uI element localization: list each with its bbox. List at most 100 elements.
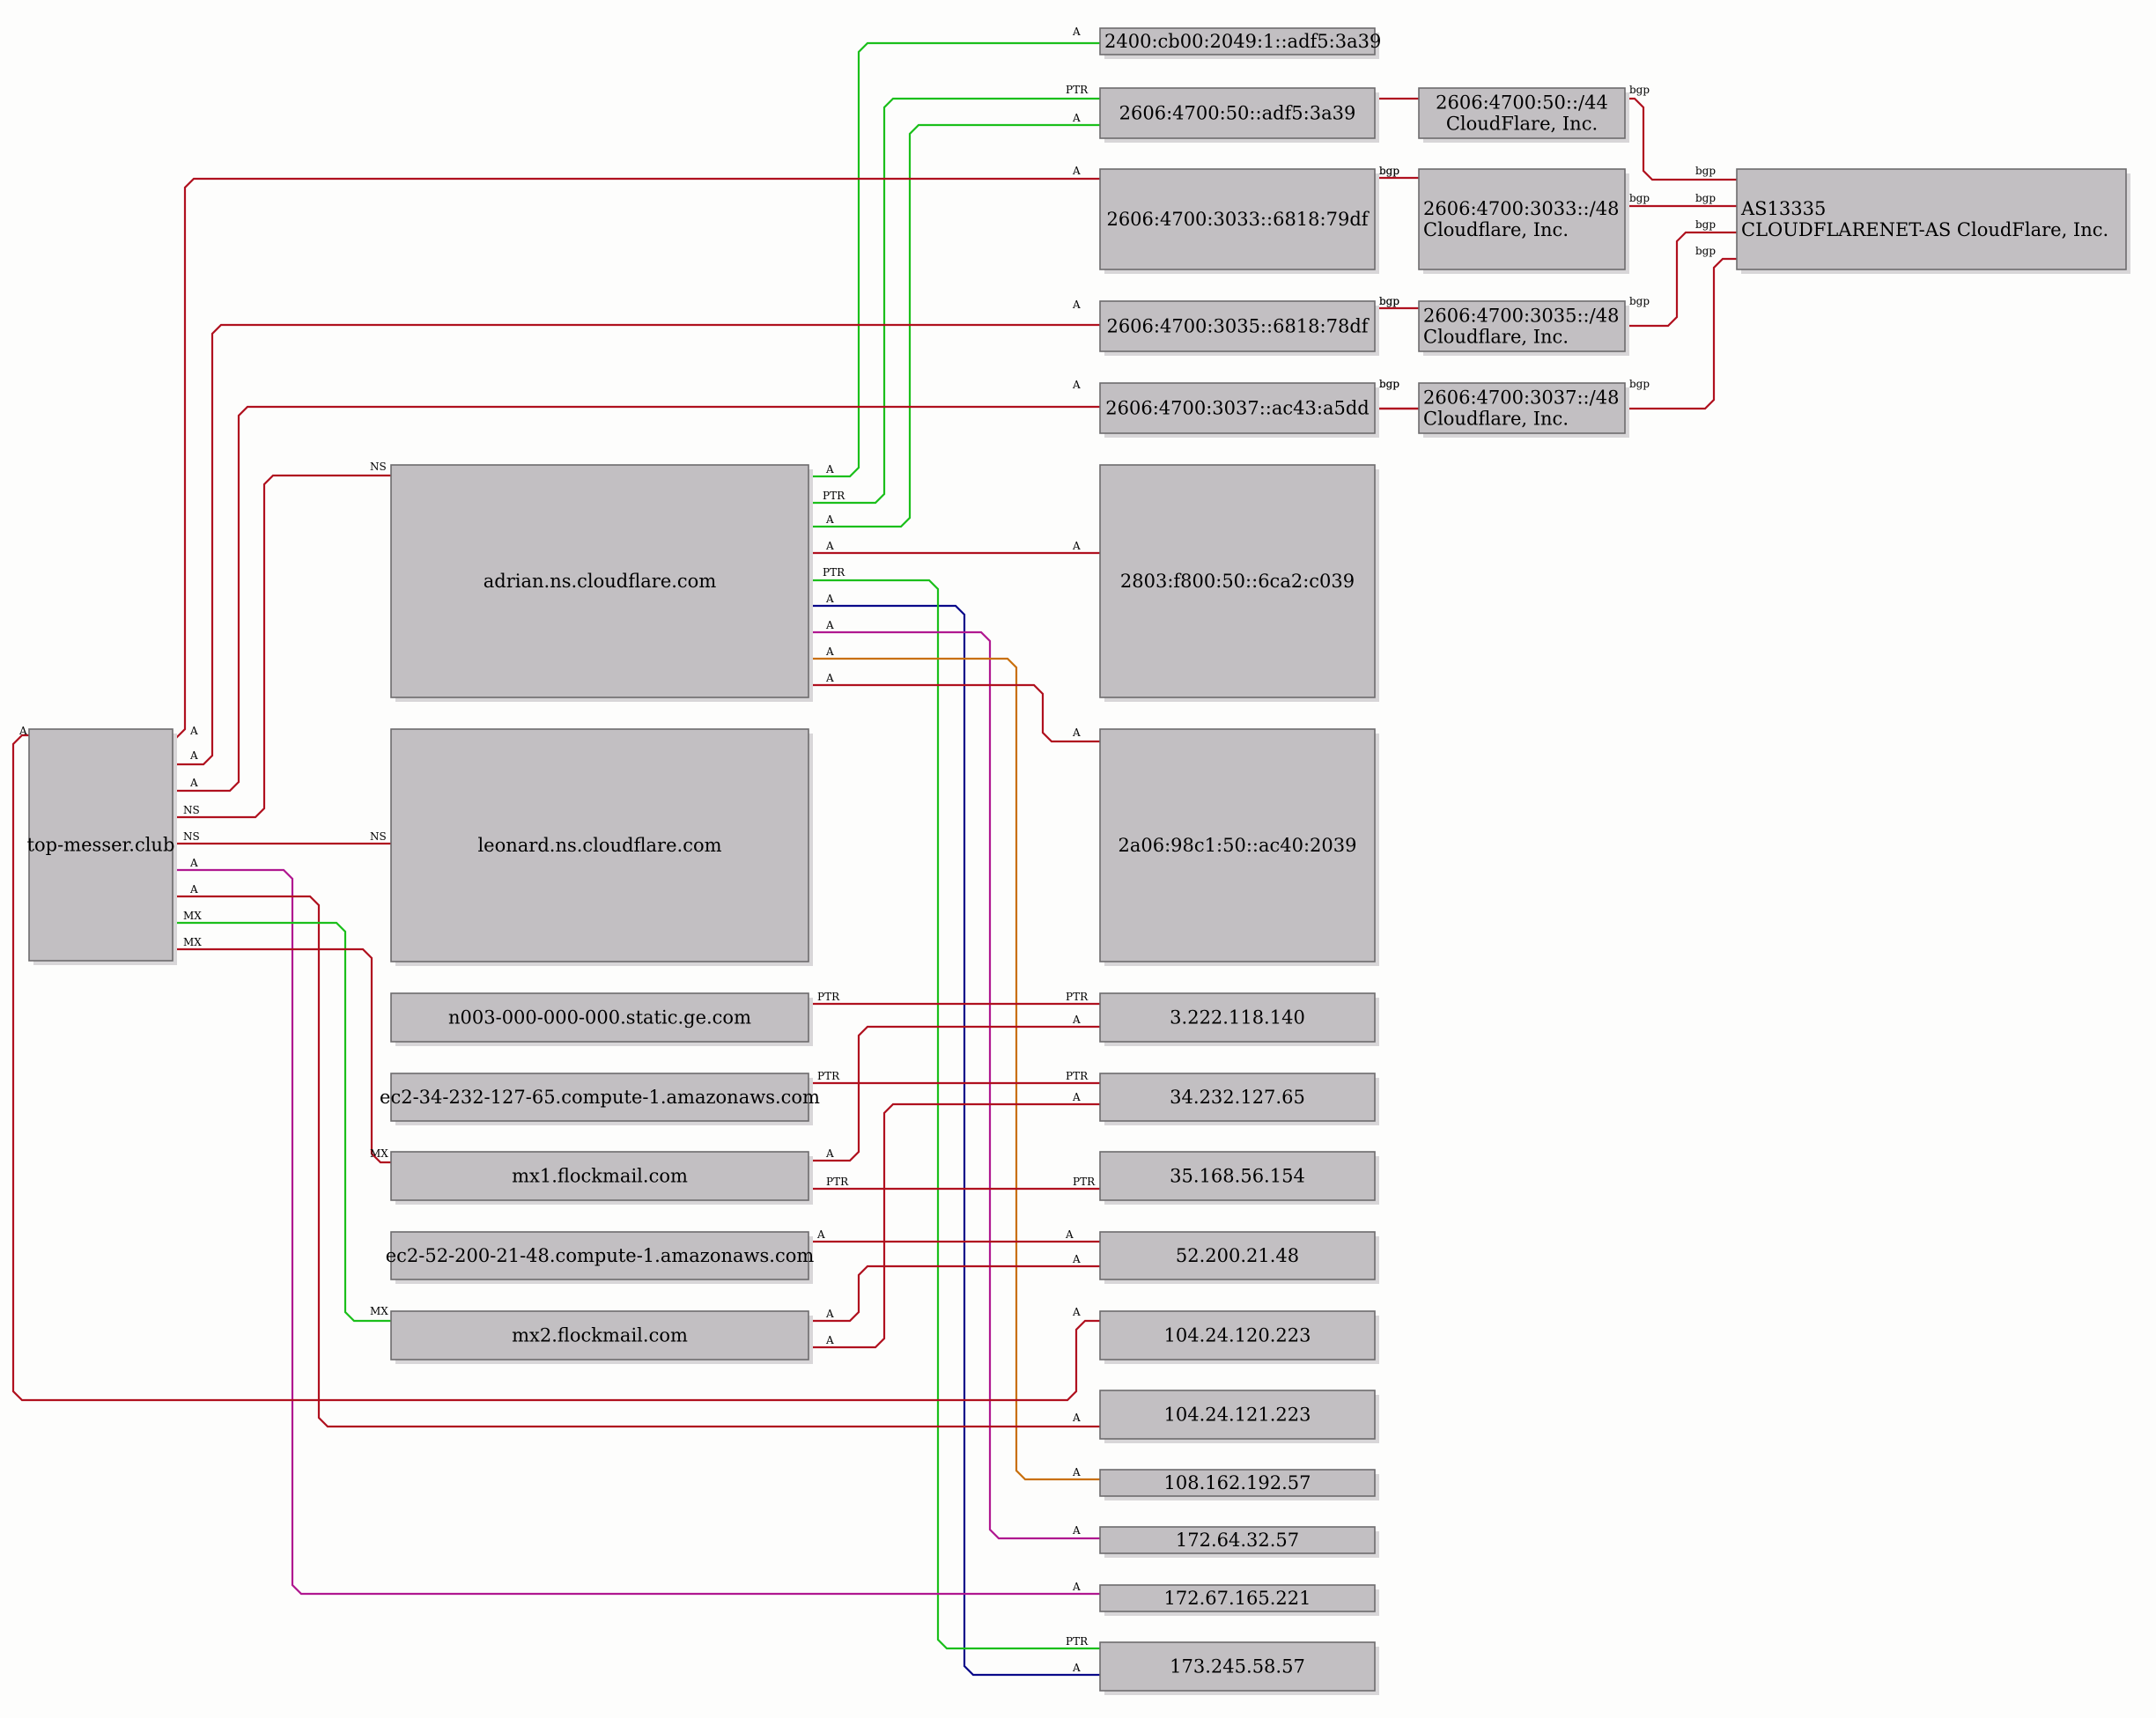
edge-navy: AA: [808, 593, 1100, 1677]
edge-line: [173, 921, 391, 1323]
node-leonard[interactable]: leonard.ns.cloudflare.com: [390, 728, 813, 966]
node-label: 2606:4700:3035::/48: [1423, 306, 1619, 327]
edge-label: bgp: [1379, 295, 1399, 307]
edge-line: [1625, 97, 1737, 181]
node-box: [1099, 27, 1376, 55]
node-ip6e[interactable]: 2606:4700:3037::ac43:a5dd: [1099, 382, 1379, 438]
node-ip3[interactable]: 35.168.56.154: [1099, 1151, 1379, 1205]
node-ec2b[interactable]: ec2-52-200-21-48.compute-1.amazonaws.com: [386, 1231, 815, 1284]
edge-label: bgp: [1695, 218, 1716, 231]
node-ec2a[interactable]: ec2-34-232-127-65.compute-1.amazonaws.co…: [380, 1073, 820, 1125]
edge-label: PTR: [823, 490, 845, 502]
edge-label: A: [1072, 1412, 1081, 1424]
node-ip5[interactable]: 104.24.120.223: [1099, 1310, 1379, 1364]
edge-label: NS: [183, 830, 200, 843]
node-ip6c[interactable]: 2606:4700:3033::6818:79df: [1099, 168, 1379, 274]
node-box: [390, 728, 809, 962]
edge-label: A: [1072, 1662, 1081, 1674]
node-label: Cloudflare, Inc.: [1423, 327, 1569, 348]
edge-label: A: [825, 593, 834, 605]
edge-orange: AA: [808, 645, 1100, 1481]
edge-label: A: [825, 463, 834, 476]
edge-label: A: [189, 883, 198, 896]
node-box: [1099, 1641, 1376, 1692]
node-label: mx1.flockmail.com: [512, 1166, 688, 1187]
edge-label: A: [825, 645, 834, 658]
edge-label: A: [1072, 1524, 1081, 1537]
edge-label: bgp: [1695, 245, 1716, 257]
node-ip4[interactable]: 52.200.21.48: [1099, 1231, 1379, 1284]
node-label: 2606:4700:3033::6818:79df: [1106, 209, 1370, 230]
node-box: [1099, 1310, 1376, 1360]
edge-label: A: [1072, 165, 1081, 177]
edge-label: PTR: [1066, 1070, 1089, 1082]
node-ip6b[interactable]: 2606:4700:50::adf5:3a39: [1099, 87, 1379, 143]
node-box: [1099, 1073, 1376, 1122]
edge-label: PTR: [1066, 84, 1089, 96]
node-box: [1099, 168, 1376, 270]
node-ip6g[interactable]: 2a06:98c1:50::ac40:2039: [1099, 728, 1379, 966]
edge-label: A: [816, 1228, 825, 1241]
edge-label: PTR: [826, 1176, 849, 1188]
edge-red: AA: [173, 299, 1100, 766]
node-box: [390, 1231, 809, 1280]
node-ip6[interactable]: 104.24.121.223: [1099, 1390, 1379, 1443]
node-mx2[interactable]: mx2.flockmail.com: [390, 1310, 813, 1364]
edge-label: bgp: [1629, 192, 1650, 204]
node-ip6a[interactable]: 2400:cb00:2049:1::adf5:3a39: [1099, 27, 1381, 59]
edge-label: A: [1072, 1306, 1081, 1318]
node-adrian[interactable]: adrian.ns.cloudflare.com: [390, 464, 813, 702]
edge-line: [173, 947, 391, 1164]
edge-label: PTR: [1073, 1176, 1096, 1188]
node-ip2[interactable]: 34.232.127.65: [1099, 1073, 1379, 1125]
node-box: [390, 992, 809, 1043]
node-label: 108.162.192.57: [1164, 1472, 1311, 1493]
node-ip6f[interactable]: 2803:f800:50::6ca2:c039: [1099, 464, 1379, 702]
edge-line: [808, 630, 1100, 1540]
edge-red: AA: [173, 883, 1100, 1428]
node-label: Cloudflare, Inc.: [1423, 409, 1569, 430]
edge-label: A: [1072, 1581, 1081, 1593]
node-top[interactable]: top-messer.club: [27, 728, 177, 965]
node-label: top-messer.club: [27, 835, 175, 856]
node-box: [1099, 1231, 1376, 1280]
node-ip7[interactable]: 108.162.192.57: [1099, 1469, 1379, 1500]
edge-label: NS: [370, 830, 387, 843]
node-ip1[interactable]: 3.222.118.140: [1099, 992, 1379, 1046]
node-label: 172.67.165.221: [1164, 1588, 1311, 1609]
node-label: 2400:cb00:2049:1::adf5:3a39: [1104, 31, 1381, 52]
node-label: 2606:4700:3037::/48: [1423, 387, 1619, 409]
edge-label: MX: [183, 936, 202, 948]
edge-label: PTR: [817, 1070, 840, 1082]
node-box: [1099, 728, 1376, 962]
node-label: ec2-52-200-21-48.compute-1.amazonaws.com: [386, 1245, 815, 1266]
edge-label: MX: [183, 910, 202, 922]
node-box: [1099, 1526, 1376, 1554]
edge-label: PTR: [1066, 991, 1089, 1003]
node-mx1[interactable]: mx1.flockmail.com: [390, 1151, 813, 1205]
edge-line: [808, 604, 1100, 1677]
node-label: 2606:4700:50::adf5:3a39: [1119, 103, 1356, 124]
edge-line: [11, 734, 1100, 1402]
node-label: 172.64.32.57: [1176, 1530, 1299, 1551]
node-ip8[interactable]: 172.64.32.57: [1099, 1526, 1379, 1558]
node-ip10[interactable]: 173.245.58.57: [1099, 1641, 1379, 1695]
node-ip6d[interactable]: 2606:4700:3035::6818:78df: [1099, 300, 1379, 356]
edge-label: A: [1072, 1091, 1081, 1103]
node-ip9[interactable]: 172.67.165.221: [1099, 1584, 1379, 1616]
node-ge[interactable]: n003-000-000-000.static.ge.com: [390, 992, 813, 1046]
node-box: [390, 1151, 809, 1201]
edge-magenta: AA: [808, 619, 1100, 1540]
